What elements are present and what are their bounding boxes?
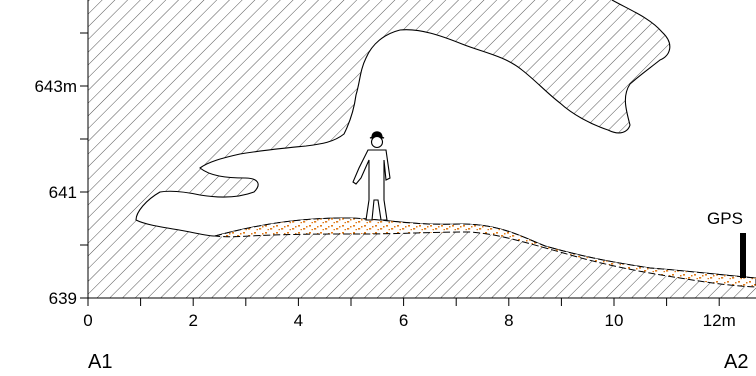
section-end-label: A2 (724, 351, 748, 373)
person-figure-icon (352, 131, 391, 221)
x-tick-label: 10 (605, 311, 624, 330)
y-axis-ticks: 643m 641 639 (34, 32, 88, 308)
x-tick-label: 8 (504, 311, 513, 330)
y-tick-label: 643m (34, 77, 77, 96)
gps-marker-post (740, 233, 746, 278)
sediment-layer (214, 217, 756, 288)
x-tick-label: 6 (399, 311, 408, 330)
x-axis-ticks: 0 2 4 6 8 10 12m (83, 298, 736, 330)
x-tick-label: 0 (83, 311, 92, 330)
x-tick-label: 4 (294, 311, 303, 330)
y-tick-label: 641 (49, 183, 77, 202)
section-start-label: A1 (88, 351, 112, 373)
x-tick-label: 12m (703, 311, 736, 330)
x-tick-label: 2 (188, 311, 197, 330)
gps-label: GPS (707, 209, 743, 228)
y-tick-label: 639 (49, 289, 77, 308)
rock-mass (88, 0, 756, 298)
